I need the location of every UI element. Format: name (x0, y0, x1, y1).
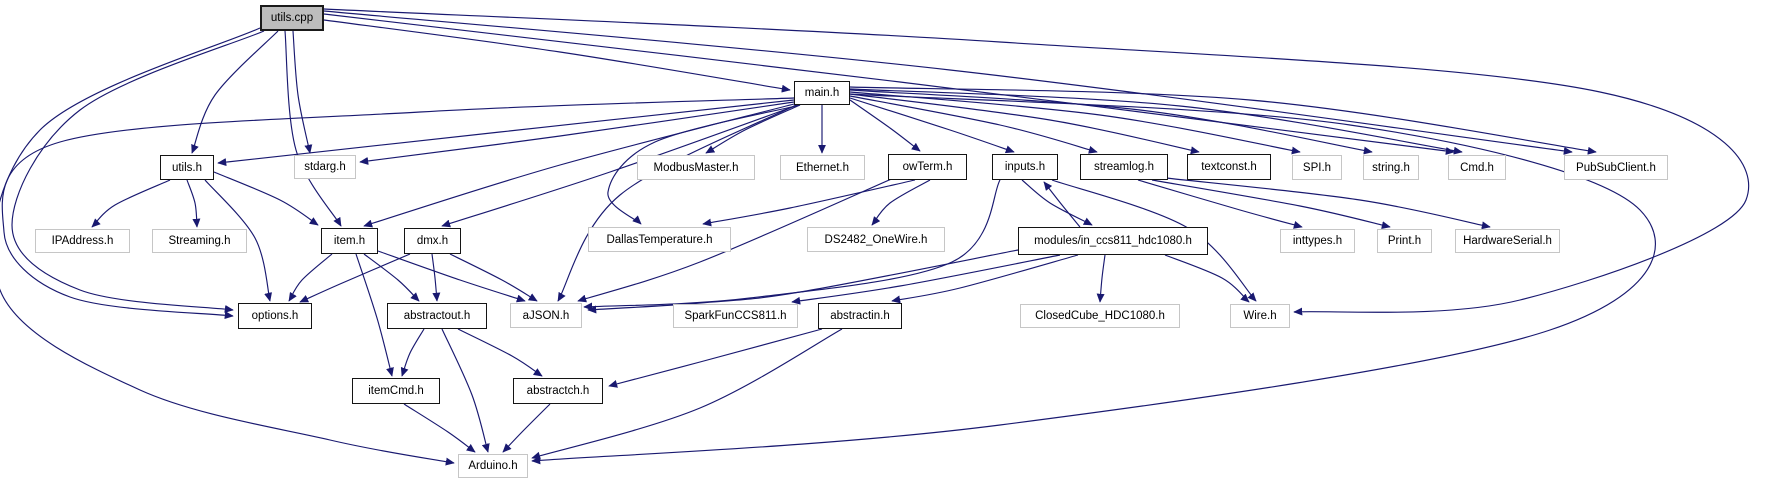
graph-node-modbus: ModbusMaster.h (637, 155, 755, 180)
include-edge-owterm-to-dallas (702, 179, 916, 227)
include-edge-utils_cpp-to-cmd (323, 13, 1455, 155)
graph-node-hwserial: HardwareSerial.h (1455, 229, 1560, 253)
graph-node-main_h[interactable]: main.h (794, 81, 850, 105)
graph-node-streaming: Streaming.h (152, 229, 247, 253)
graph-node-abstractout[interactable]: abstractout.h (387, 303, 487, 329)
graph-node-utils_cpp[interactable]: utils.cpp (260, 5, 324, 31)
graph-node-sparkfun: SparkFunCCS811.h (673, 304, 798, 328)
include-edge-utils_cpp-to-wire (323, 8, 1750, 316)
include-edge-utils_h-to-item (213, 171, 319, 226)
graph-node-ethernet: Ethernet.h (780, 155, 865, 180)
graph-node-inttypes: inttypes.h (1280, 229, 1355, 253)
include-edge-modules-to-closedcube (1096, 254, 1106, 303)
graph-node-textconst[interactable]: textconst.h (1187, 154, 1271, 180)
include-edge-main_h-to-textconst (849, 93, 1200, 155)
include-edge-main_h-to-modbus (705, 104, 801, 154)
include-edge-main_h-to-options (1, 97, 795, 320)
include-edge-main_h-to-item (363, 103, 795, 228)
include-edge-main_h-to-arduino (531, 93, 1656, 465)
include-edge-utils_cpp-to-stdarg_h (292, 30, 313, 154)
include-edge-streamlog-to-hwserial (1165, 177, 1491, 230)
graph-node-inputs[interactable]: inputs.h (992, 154, 1058, 180)
graph-node-dallas: DallasTemperature.h (588, 227, 731, 252)
include-edge-main_h-to-dmx (441, 104, 799, 228)
include-edge-abstractin-to-arduino (531, 328, 843, 460)
include-edge-main_h-to-owterm (849, 99, 921, 152)
include-edge-main_h-to-cmd (849, 88, 1463, 155)
include-edge-main_h-to-string_h (849, 89, 1373, 155)
include-edge-utils_h-to-ipaddress (91, 179, 171, 228)
include-edge-item-to-abstractout (363, 253, 420, 302)
include-edge-modules-to-ajson (587, 249, 1019, 314)
include-edge-abstractout-to-itemcmd (400, 328, 425, 377)
graph-node-pubsub: PubSubClient.h (1564, 155, 1668, 180)
include-edge-dmx-to-abstractout (431, 253, 441, 302)
graph-node-spi: SPI.h (1292, 155, 1342, 180)
graph-node-string_h: string.h (1363, 155, 1419, 180)
include-edge-main_h-to-pubsub (849, 86, 1597, 155)
include-edge-modules-to-sparkfun (791, 254, 1061, 305)
graph-node-streamlog[interactable]: streamlog.h (1080, 154, 1168, 180)
include-edge-abstractch-to-arduino (502, 403, 551, 453)
graph-node-ds2482: DS2482_OneWire.h (807, 227, 945, 252)
graph-node-abstractin[interactable]: abstractin.h (818, 303, 902, 329)
include-edge-inputs-to-ajson (583, 179, 1001, 311)
graph-node-modules[interactable]: modules/in_ccs811_hdc1080.h (1018, 227, 1208, 255)
graph-node-print: Print.h (1377, 229, 1432, 253)
include-edge-item-to-ajson (377, 250, 526, 303)
include-edge-main_h-to-inputs (849, 97, 1015, 154)
include-edge-item-to-itemcmd (355, 253, 394, 377)
include-edge-utils_cpp-to-options (11, 30, 265, 313)
include-edge-item-to-options (288, 253, 333, 302)
include-edge-abstractout-to-abstractch (457, 328, 543, 377)
graph-node-abstractch[interactable]: abstractch.h (513, 378, 603, 404)
include-edge-modules-to-inputs (1043, 181, 1081, 228)
graph-node-itemcmd[interactable]: itemCmd.h (352, 378, 440, 404)
graph-node-wire: Wire.h (1230, 304, 1290, 328)
include-edge-utils_h-to-options (204, 179, 272, 302)
include-edge-abstractin-to-abstractch (608, 328, 823, 388)
graph-node-dmx[interactable]: dmx.h (404, 228, 461, 254)
graph-node-item[interactable]: item.h (321, 228, 378, 254)
graph-node-options[interactable]: options.h (238, 303, 312, 329)
graph-node-owterm[interactable]: owTerm.h (888, 154, 967, 180)
graph-node-ipaddress: IPAddress.h (35, 229, 130, 253)
graph-node-ajson: aJSON.h (510, 303, 582, 328)
include-edge-utils_cpp-to-main_h (323, 19, 791, 93)
include-edge-modules-to-wire (1164, 254, 1250, 303)
include-edge-dmx-to-options (299, 253, 411, 303)
graph-node-cmd: Cmd.h (1448, 155, 1506, 180)
include-edge-utils_cpp-to-item (284, 30, 342, 227)
include-edge-utils_cpp-to-utils_h (191, 30, 279, 154)
include-edge-modules-to-abstractin (891, 254, 1079, 304)
include-edge-dmx-to-ajson (449, 253, 538, 302)
include-edge-main_h-to-stdarg_h (359, 101, 795, 165)
include-edge-main_h-to-utils_h (217, 99, 795, 167)
graph-node-arduino: Arduino.h (458, 454, 528, 478)
include-edge-owterm-to-ds2482 (871, 179, 931, 226)
include-edge-main_h-to-ajson (557, 104, 797, 302)
include-edge-utils_cpp-to-arduino (0, 27, 455, 466)
graph-node-closedcube: ClosedCube_HDC1080.h (1020, 304, 1180, 328)
include-edge-inputs-to-modules (1021, 179, 1093, 226)
include-edge-streamlog-to-inttypes (1137, 179, 1303, 229)
include-edge-itemcmd-to-arduino (403, 403, 476, 453)
include-edge-owterm-to-ajson (577, 176, 897, 303)
include-edge-streamlog-to-print (1151, 179, 1391, 230)
include-edge-abstractout-to-arduino (441, 328, 490, 453)
graph-node-utils_h[interactable]: utils.h (160, 155, 214, 180)
graph-node-stdarg_h: stdarg.h (294, 155, 356, 179)
include-edge-main_h-to-spi (849, 91, 1301, 155)
include-edge-main_h-to-dallas (607, 104, 801, 225)
include-edge-main_h-to-streamlog (849, 95, 1098, 154)
include-edge-utils_cpp-to-pubsub (323, 10, 1573, 155)
include-edge-utils_h-to-streaming (186, 179, 201, 228)
